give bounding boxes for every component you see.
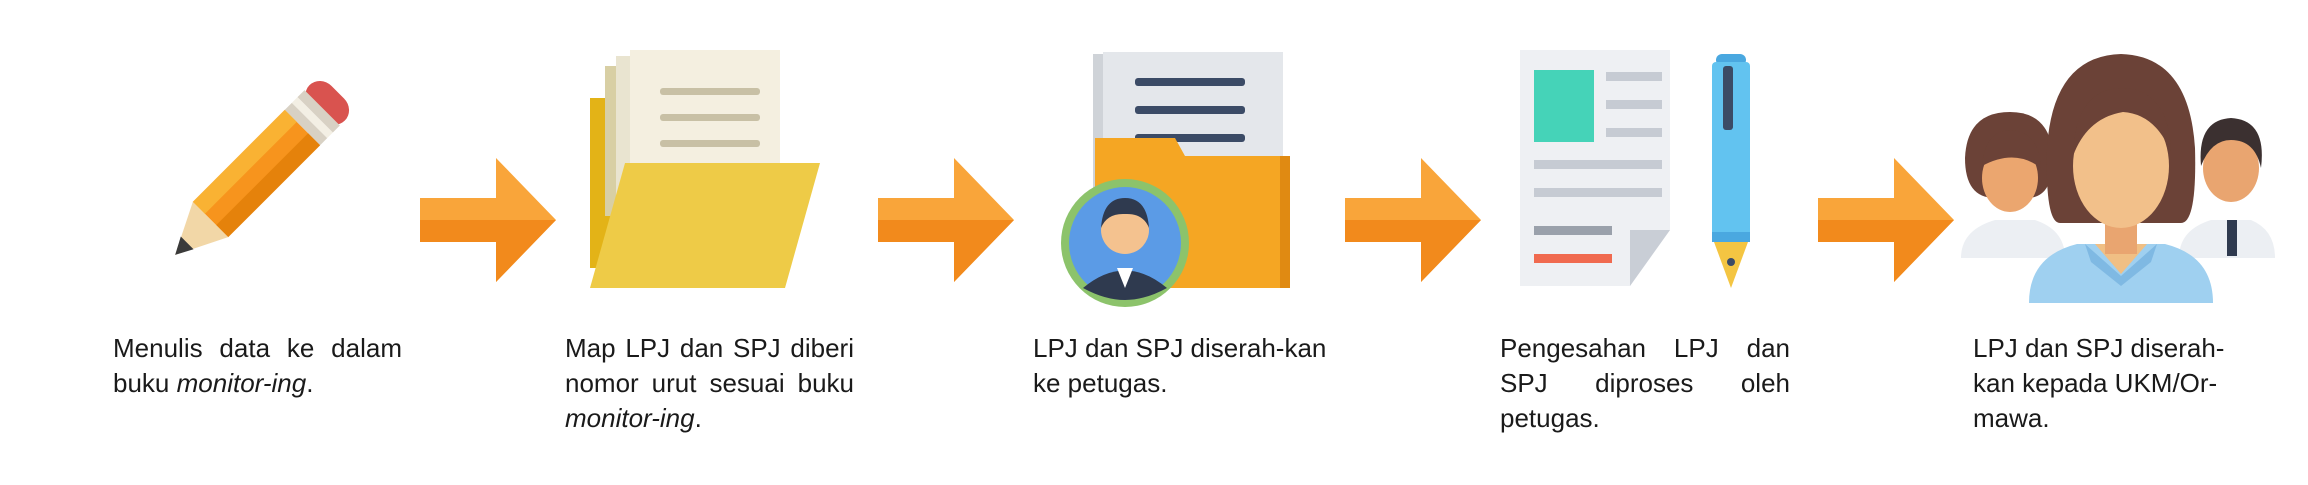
people-group-icon (1961, 54, 2275, 303)
step-5-text-main: LPJ dan SPJ diserah-kan kepada UKM/Or-ma… (1973, 333, 2225, 433)
step-3-text: LPJ dan SPJ diserah-kan ke petugas. (1033, 331, 1333, 401)
folder-documents-icon (590, 50, 820, 288)
arrow-right-icon (878, 158, 1014, 282)
step-2-text-end: . (694, 403, 702, 433)
step-1-text-italic: monitor-ing (176, 368, 307, 398)
step-3-text-main: LPJ dan SPJ diserah-kan ke petugas. (1033, 333, 1327, 398)
step-1-text-end: . (306, 368, 314, 398)
arrow-right-icon (420, 158, 556, 282)
step-1-text: Menulis data ke dalam buku monitor-ing. (113, 331, 402, 401)
pencil-icon (175, 80, 350, 255)
step-2-text-italic: monitor-ing (565, 403, 695, 433)
step-1-text-main: Menulis data ke dalam buku (113, 333, 402, 398)
folder-person-icon (1061, 52, 1290, 307)
arrow-right-icon (1818, 158, 1954, 282)
document-pen-icon (1520, 50, 1750, 288)
step-2-text-main: Map LPJ dan SPJ diberi nomor urut sesuai… (565, 333, 854, 398)
step-4-text: Pengesahan LPJ dan SPJ diproses oleh pet… (1500, 331, 1790, 436)
step-2-text: Map LPJ dan SPJ diberi nomor urut sesuai… (565, 331, 854, 436)
arrow-right-icon (1345, 158, 1481, 282)
step-4-text-main: Pengesahan LPJ dan SPJ diproses oleh pet… (1500, 333, 1790, 433)
step-5-text: LPJ dan SPJ diserah-kan kepada UKM/Or-ma… (1973, 331, 2263, 436)
